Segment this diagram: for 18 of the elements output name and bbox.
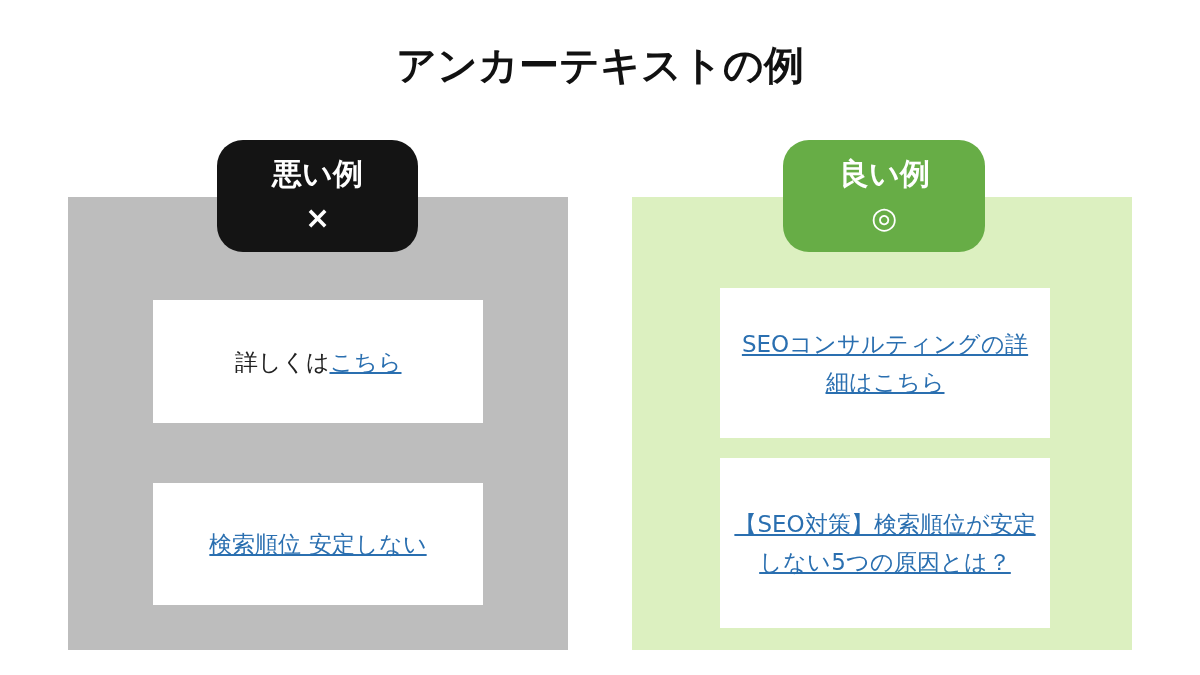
badge-mark: ◎ [870,199,898,237]
label-badge [783,140,985,252]
link-card [720,288,1050,438]
badge-heading: 悪い例 [272,155,363,193]
example-panel [632,197,1132,650]
link-card [153,483,483,605]
label-badge [217,140,418,252]
diagram-title: アンカーテキストの例 [395,41,805,90]
link-card [720,458,1050,628]
text-link: 検索順位 安定しない [209,530,427,559]
example-panel [68,197,568,650]
text-link: 【SEO対策】検索順位が安定しない5つの原因とは？ [733,510,1037,577]
anchor-sentence: 詳しくは こちら [234,347,402,377]
link-card [153,300,483,423]
badge-heading: 良い例 [838,155,930,193]
text-link: こちら [329,348,402,375]
badge-mark: × [304,199,331,237]
text-link: SEOコンサルティングの詳細はこちら [740,330,1030,397]
